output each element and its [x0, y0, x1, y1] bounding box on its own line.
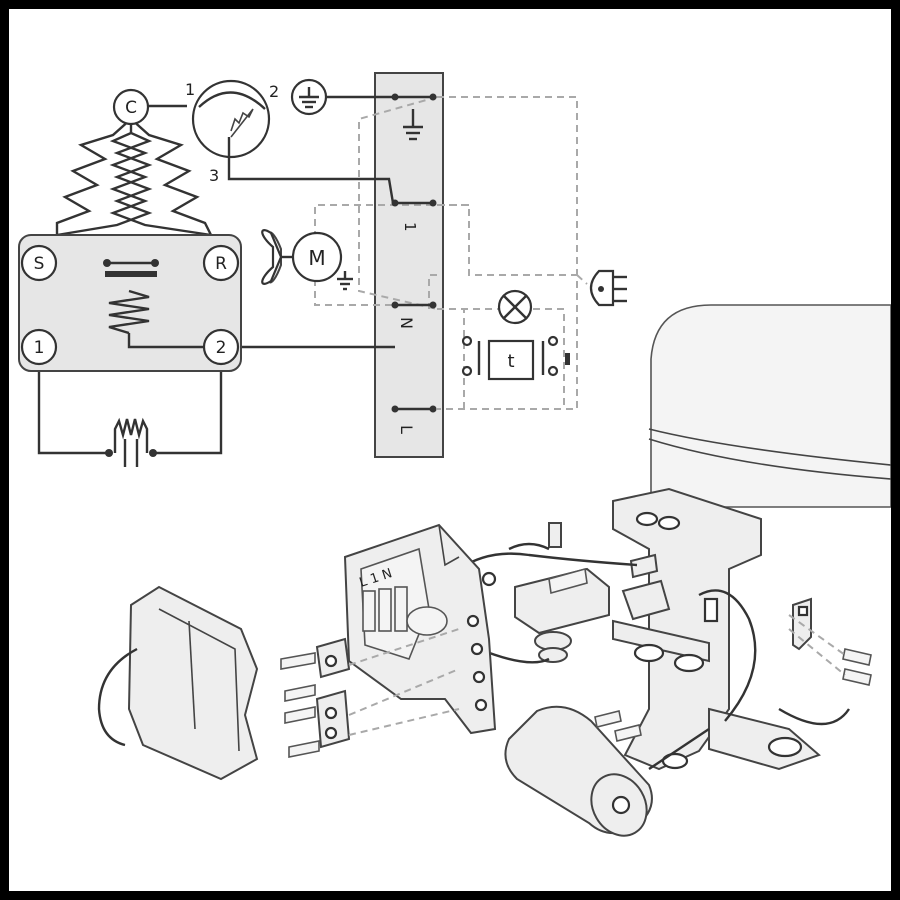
terminal-ground-symbol: [403, 109, 423, 141]
compressor-winding: [55, 118, 213, 237]
terminal-block-panel: [374, 72, 444, 458]
terminal-c: C: [112, 88, 150, 126]
terminal-label-n: N: [397, 317, 416, 329]
svg-text:2: 2: [216, 338, 227, 358]
screw-set-left: [280, 628, 460, 758]
overload-pin-3: 3: [209, 166, 219, 185]
fan-motor: M: [291, 231, 353, 291]
thermostat: t: [461, 335, 570, 381]
plug-icon: [589, 269, 627, 307]
diagram-canvas: 1 N L C 1 2 3: [9, 9, 892, 891]
overload-protector: 1 2 3: [185, 79, 279, 185]
relay-terminal-1: 1: [20, 328, 58, 366]
lamp-icon: [497, 289, 533, 325]
overload-clip: [621, 553, 671, 621]
terminal-label-l: L: [397, 425, 416, 434]
wiring-harness: [458, 542, 850, 726]
overload-pin-1: 1: [185, 80, 195, 99]
svg-text:t: t: [507, 351, 514, 372]
start-relay-box: [18, 234, 242, 372]
ground-icon: [290, 78, 328, 116]
start-relay: [514, 522, 610, 663]
fan-icon: [261, 229, 295, 285]
mounting-bracket: [612, 487, 821, 771]
exploded-assembly: L 1 N: [97, 304, 892, 837]
svg-text:M: M: [308, 246, 325, 270]
relay-contacts: [103, 259, 221, 349]
svg-text:S: S: [34, 254, 45, 274]
svg-text:R: R: [215, 254, 227, 274]
terminal-label-1: 1: [401, 222, 419, 232]
compressor-dome: [648, 304, 892, 508]
overload-pin-2: 2: [269, 82, 279, 101]
relay-terminal-2: 2: [202, 328, 240, 366]
wire-clamps: [315, 637, 351, 749]
terminal-cover: [97, 585, 259, 781]
svg-text:C: C: [125, 98, 137, 118]
svg-text:1: 1: [34, 338, 45, 358]
run-capacitor-symbol: [105, 417, 157, 467]
terminal-block-contacts: [391, 93, 437, 413]
wiring-diagram: 1 N L C 1 2 3: [18, 72, 892, 837]
relay-terminal-r: R: [202, 244, 240, 282]
dashed-wiring: [314, 96, 588, 410]
terminal-block-housing: L 1 N: [343, 523, 497, 735]
relay-terminal-s: S: [20, 244, 58, 282]
run-capacitor: [504, 705, 710, 837]
screw-set-right: [788, 614, 872, 686]
schematic: 1 N L C 1 2 3: [18, 72, 627, 467]
